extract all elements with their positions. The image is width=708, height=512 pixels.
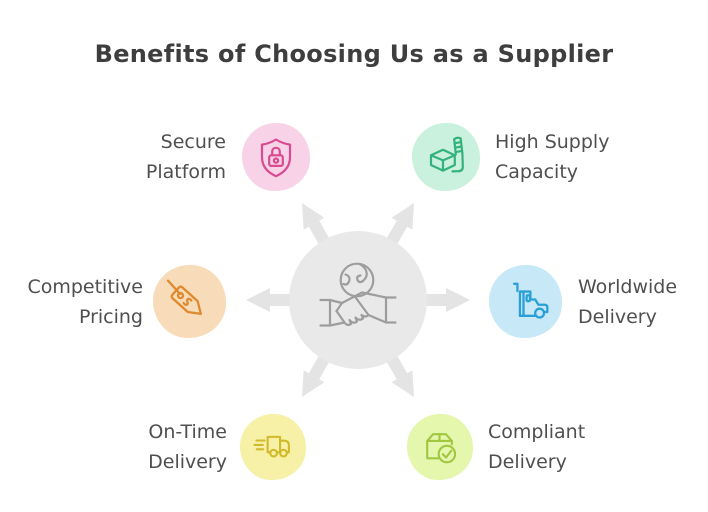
handshake-globe-icon bbox=[319, 262, 397, 327]
benefit-label: Compliant Delivery bbox=[488, 421, 586, 473]
page-title: Benefits of Choosing Us as a Supplier bbox=[94, 40, 614, 68]
benefit-label: Worldwide Delivery bbox=[578, 276, 678, 328]
shield-lock-icon bbox=[260, 138, 292, 178]
box-handtruck-icon bbox=[429, 136, 464, 173]
benefit-icon-bubble bbox=[242, 123, 310, 191]
benefit-icon-bubble bbox=[407, 414, 473, 480]
benefit-icon-bubble bbox=[412, 123, 480, 191]
benefit-label: Secure Platform bbox=[145, 131, 226, 183]
price-tag-icon bbox=[166, 279, 202, 315]
semi-truck-icon bbox=[512, 282, 548, 319]
benefit-label: On-Time Delivery bbox=[148, 421, 227, 473]
hub-diagram bbox=[246, 203, 470, 397]
benefit-label: Competitive Pricing bbox=[27, 276, 143, 328]
benefit-icon-bubble bbox=[489, 265, 562, 338]
benefit-icon-bubble bbox=[240, 414, 306, 480]
benefit-icon-bubble bbox=[153, 265, 226, 338]
benefit-label: High Supply Capacity bbox=[495, 131, 610, 183]
speeding-truck-icon bbox=[253, 435, 290, 458]
box-checkmark-icon bbox=[426, 433, 457, 464]
